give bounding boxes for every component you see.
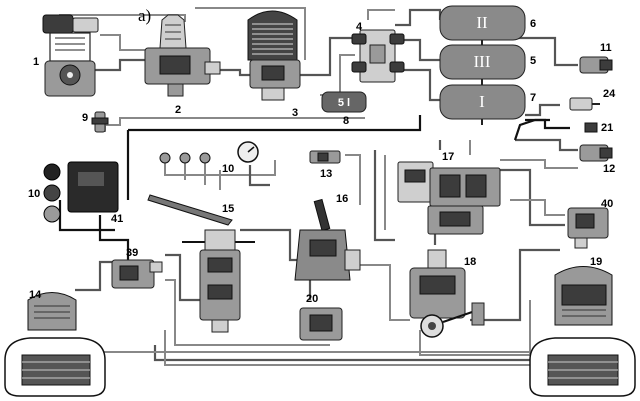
label-15: 15 — [222, 203, 234, 215]
pressure-gauge-10 — [237, 141, 259, 163]
small-air-tank: 5 l — [321, 91, 367, 113]
tank-III-label: III — [474, 52, 491, 71]
label-6: 6 — [530, 18, 536, 30]
load-sensing-valve-18 — [409, 249, 485, 338]
label-17: 17 — [442, 151, 454, 163]
caption-a: a) — [138, 6, 151, 25]
relay-valve-39 — [111, 259, 163, 289]
hand-brake-valve-16 — [294, 198, 361, 281]
label-11: 11 — [600, 42, 612, 54]
air-dryer — [247, 10, 301, 101]
air-tank-III: III — [439, 44, 526, 80]
connector-24 — [569, 97, 600, 111]
warning-lamps-left — [43, 163, 61, 223]
relay-valve-40 — [567, 207, 609, 249]
tank-I-label: I — [479, 92, 485, 111]
coupling-head-12 — [579, 144, 613, 162]
label-12: 12 — [603, 163, 615, 175]
label-24: 24 — [603, 88, 616, 100]
trailer-control-valve-17 — [397, 161, 501, 235]
label-2: 2 — [175, 104, 181, 116]
label-1: 1 — [33, 56, 39, 68]
indicator-lamps-10 — [159, 152, 211, 164]
label-16: 16 — [336, 193, 348, 205]
compressor — [42, 14, 99, 97]
label-18: 18 — [464, 256, 476, 268]
pipe-network — [58, 7, 578, 366]
connector-21 — [584, 122, 598, 133]
label-39: 39 — [126, 247, 138, 259]
small-tank-label: 5 l — [338, 97, 350, 109]
label-41: 41 — [111, 213, 123, 225]
label-8: 8 — [343, 115, 349, 127]
coupling-head-11 — [579, 56, 613, 74]
pressure-switch-13 — [309, 150, 341, 164]
protection-valve — [351, 29, 405, 83]
air-tank-II: II — [439, 5, 526, 41]
control-unit-41 — [67, 161, 119, 213]
label-13: 13 — [320, 168, 332, 180]
label-40: 40 — [601, 198, 613, 210]
label-14: 14 — [29, 289, 42, 301]
label-3: 3 — [292, 107, 298, 119]
label-7: 7 — [530, 92, 536, 104]
pressure-regulator — [144, 14, 221, 97]
label-5: 5 — [530, 55, 536, 67]
label-21: 21 — [601, 122, 613, 134]
label-4: 4 — [356, 21, 363, 33]
spring-brake-chamber-19 — [529, 266, 636, 397]
tank-II-label: II — [476, 13, 488, 32]
label-20: 20 — [306, 293, 318, 305]
relay-valve-20 — [299, 307, 343, 341]
drain-valve-9 — [91, 111, 109, 133]
brake-valve-15 — [147, 194, 255, 333]
label-10b: 10 — [222, 163, 234, 175]
label-19: 19 — [590, 256, 602, 268]
brake-chamber-14 — [4, 292, 106, 397]
label-10a: 10 — [28, 188, 40, 200]
air-tank-I: I — [439, 84, 526, 120]
label-9: 9 — [82, 112, 88, 124]
